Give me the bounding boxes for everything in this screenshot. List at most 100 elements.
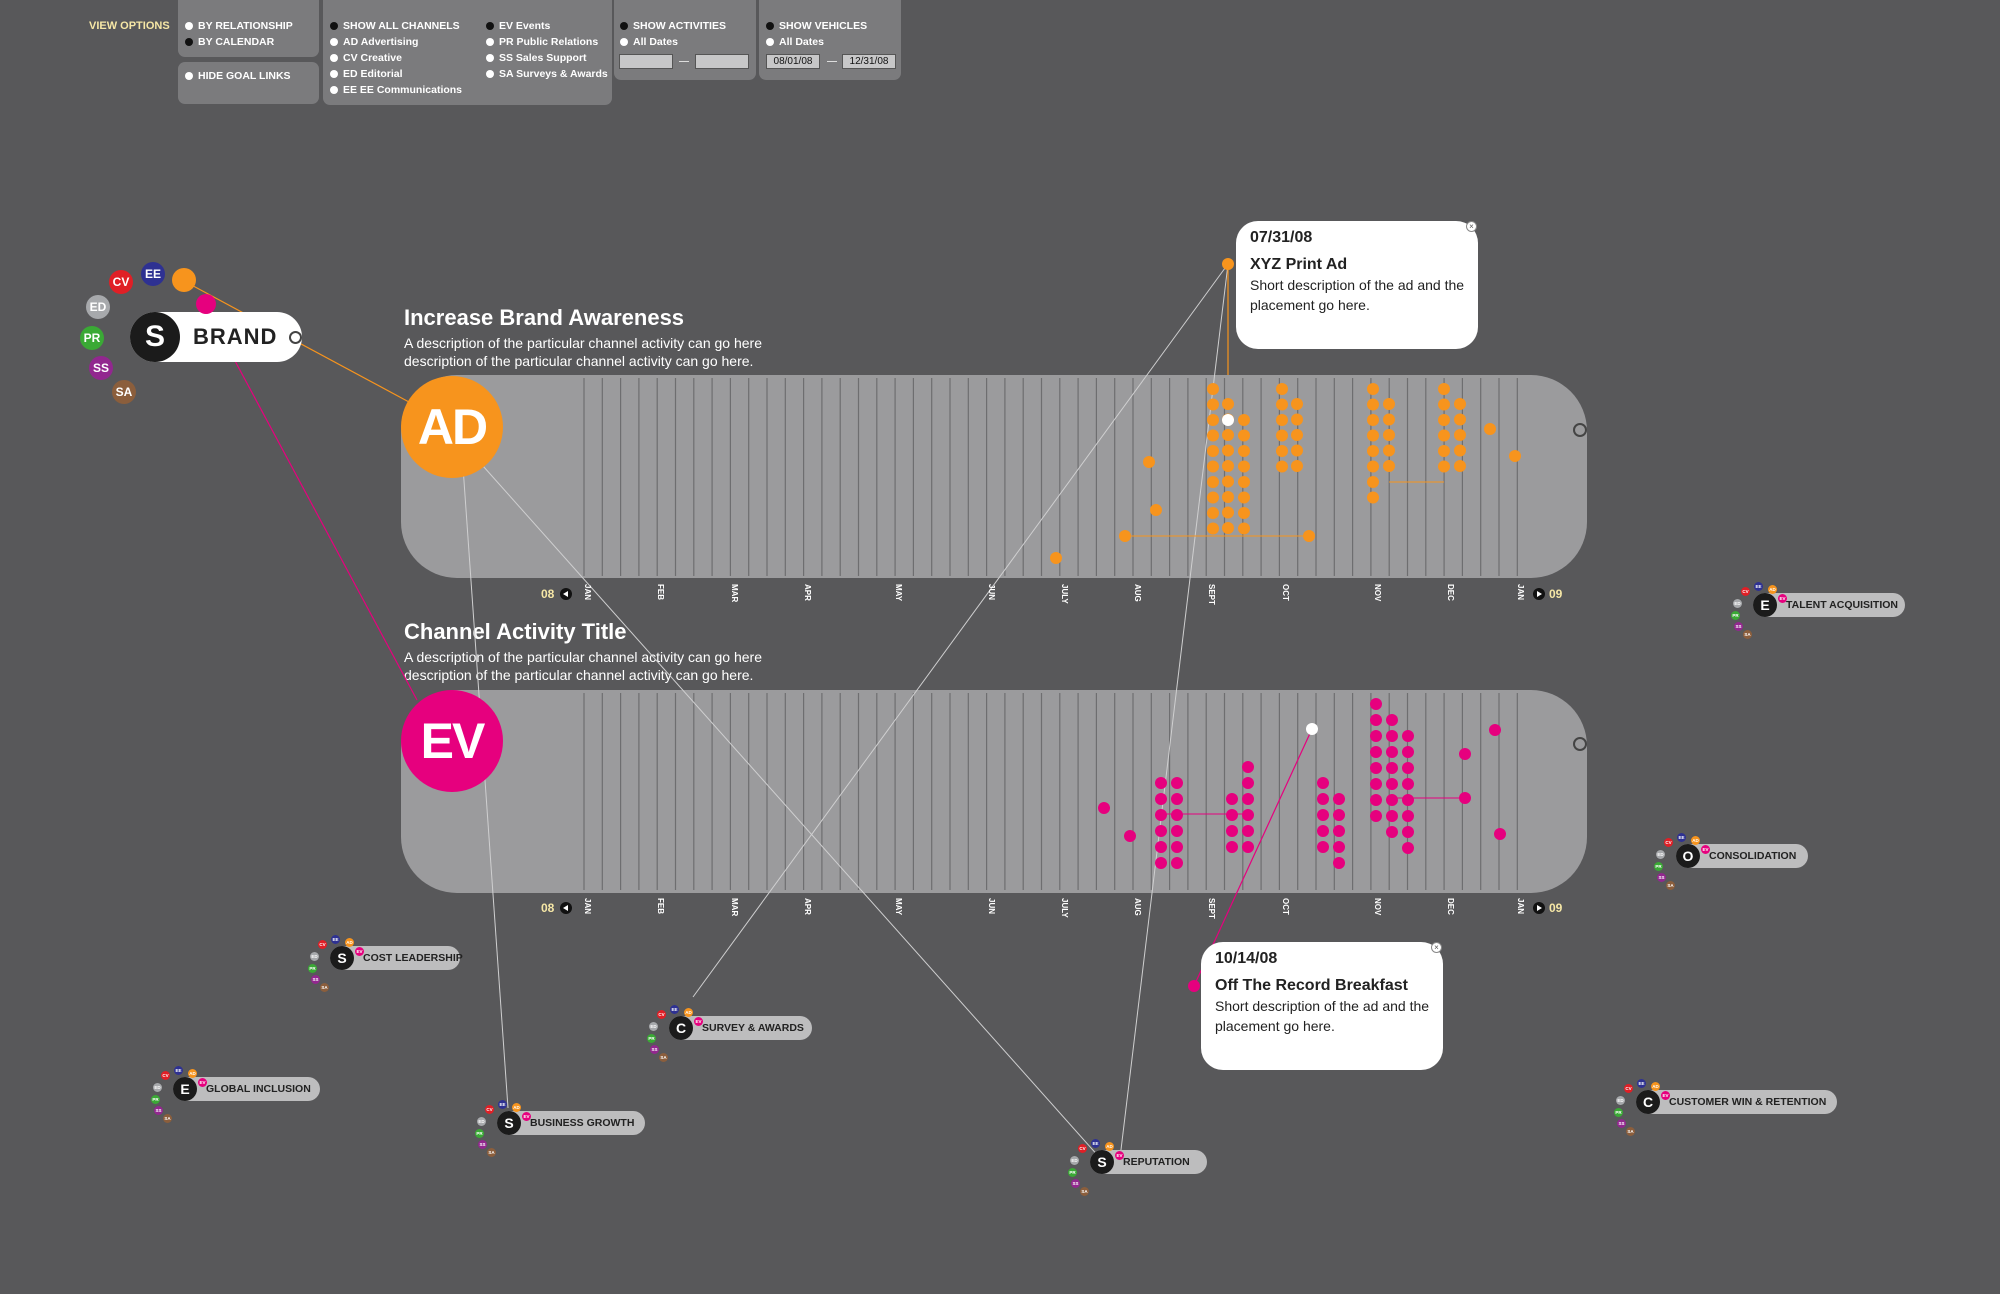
goal-channel-badge[interactable]: AD bbox=[684, 1008, 693, 1017]
track-end-handle[interactable] bbox=[1573, 737, 1587, 751]
goal-channel-badge[interactable]: PR bbox=[1614, 1108, 1623, 1117]
goal-channel-badge[interactable]: AD bbox=[1651, 1082, 1660, 1091]
goal-channel-badge[interactable]: PR bbox=[1731, 611, 1740, 620]
goal-channel-badge[interactable]: CV bbox=[485, 1105, 494, 1114]
brand-link-dot[interactable] bbox=[172, 268, 196, 292]
goal-channel-badge[interactable]: EE bbox=[1677, 833, 1686, 842]
goal-channel-badge[interactable]: CV bbox=[1741, 587, 1750, 596]
goal-channel-badge[interactable]: PR bbox=[308, 964, 317, 973]
show-activities-option[interactable]: SHOW ACTIVITIES bbox=[620, 20, 726, 32]
brand-channel-badge[interactable]: ED bbox=[86, 295, 110, 319]
brand-channel-badge[interactable]: PR bbox=[80, 326, 104, 350]
brand-link-handle[interactable] bbox=[289, 331, 302, 344]
goal-channel-badge[interactable]: EE bbox=[498, 1100, 507, 1109]
goal-channel-badge[interactable]: EV bbox=[1115, 1151, 1124, 1160]
channel-option[interactable]: SA Surveys & Awards bbox=[486, 68, 608, 80]
goal-channel-badge[interactable]: CV bbox=[161, 1071, 170, 1080]
close-icon[interactable]: × bbox=[1466, 221, 1477, 232]
goal-channel-badge[interactable]: ED bbox=[1070, 1156, 1079, 1165]
goal-channel-badge[interactable]: SS bbox=[1617, 1119, 1626, 1128]
close-icon[interactable]: × bbox=[1431, 942, 1442, 953]
goal-channel-badge[interactable]: EE bbox=[670, 1005, 679, 1014]
track-end-handle[interactable] bbox=[1573, 423, 1587, 437]
activities-start-date-input[interactable] bbox=[619, 54, 673, 69]
goal-channel-badge[interactable]: CV bbox=[1664, 838, 1673, 847]
goal-channel-badge[interactable]: ED bbox=[153, 1083, 162, 1092]
goal-channel-badge[interactable]: SS bbox=[154, 1106, 163, 1115]
goal-channel-badge[interactable]: EV bbox=[1778, 594, 1787, 603]
show-vehicles-option[interactable]: SHOW VEHICLES bbox=[766, 20, 867, 32]
goal-channel-badge[interactable]: AD bbox=[1691, 836, 1700, 845]
channel-option[interactable]: CV Creative bbox=[330, 52, 402, 64]
goal-channel-badge[interactable]: SS bbox=[311, 975, 320, 984]
goal-channel-badge[interactable]: EV bbox=[522, 1112, 531, 1121]
goal-channel-badge[interactable]: SS bbox=[1734, 622, 1743, 631]
by-relationship-option[interactable]: BY RELATIONSHIP bbox=[185, 20, 293, 32]
goal-channel-badge[interactable]: AD bbox=[1105, 1142, 1114, 1151]
goal-pill[interactable] bbox=[497, 1111, 645, 1135]
goal-channel-badge[interactable]: SA bbox=[1743, 630, 1752, 639]
goal-channel-badge[interactable]: SA bbox=[659, 1053, 668, 1062]
timeline-next-arrow-icon[interactable] bbox=[1533, 588, 1545, 600]
goal-channel-badge[interactable]: ED bbox=[649, 1022, 658, 1031]
goal-channel-badge[interactable]: EE bbox=[1091, 1139, 1100, 1148]
goal-channel-badge[interactable]: CV bbox=[318, 940, 327, 949]
channel-option[interactable]: ED Editorial bbox=[330, 68, 403, 80]
goal-channel-badge[interactable]: EV bbox=[355, 947, 364, 956]
channel-option[interactable]: SHOW ALL CHANNELS bbox=[330, 20, 460, 32]
goal-channel-badge[interactable]: SS bbox=[1071, 1179, 1080, 1188]
goal-channel-badge[interactable]: ED bbox=[1616, 1096, 1625, 1105]
goal-channel-badge[interactable]: PR bbox=[475, 1129, 484, 1138]
goal-channel-badge[interactable]: AD bbox=[345, 938, 354, 947]
goal-channel-badge[interactable]: AD bbox=[1768, 585, 1777, 594]
goal-channel-badge[interactable]: SA bbox=[163, 1114, 172, 1123]
goal-channel-badge[interactable]: EV bbox=[198, 1078, 207, 1087]
goal-channel-badge[interactable]: SS bbox=[478, 1140, 487, 1149]
channel-badge-ev[interactable]: EV bbox=[401, 690, 503, 792]
goal-channel-badge[interactable]: SA bbox=[320, 983, 329, 992]
goal-pill[interactable] bbox=[173, 1077, 320, 1101]
goal-channel-badge[interactable]: EE bbox=[1754, 582, 1763, 591]
goal-channel-badge[interactable]: EV bbox=[694, 1017, 703, 1026]
brand-channel-badge[interactable]: CV bbox=[109, 270, 133, 294]
by-calendar-option[interactable]: BY CALENDAR bbox=[185, 36, 274, 48]
vehicles-start-date-input[interactable]: 08/01/08 bbox=[766, 54, 820, 69]
goal-channel-badge[interactable]: CV bbox=[657, 1010, 666, 1019]
activities-all-dates-option[interactable]: All Dates bbox=[620, 36, 678, 48]
goal-channel-badge[interactable]: EE bbox=[1637, 1079, 1646, 1088]
vehicles-end-date-input[interactable]: 12/31/08 bbox=[842, 54, 896, 69]
goal-channel-badge[interactable]: ED bbox=[310, 952, 319, 961]
goal-channel-badge[interactable]: EE bbox=[174, 1066, 183, 1075]
goal-channel-badge[interactable]: EV bbox=[1701, 845, 1710, 854]
hide-goal-links-option[interactable]: HIDE GOAL LINKS bbox=[185, 70, 291, 82]
brand-channel-badge[interactable]: SA bbox=[112, 380, 136, 404]
goal-channel-badge[interactable]: CV bbox=[1624, 1084, 1633, 1093]
goal-channel-badge[interactable]: AD bbox=[512, 1103, 521, 1112]
timeline-prev-arrow-icon[interactable] bbox=[560, 902, 572, 914]
goal-channel-badge[interactable]: PR bbox=[151, 1095, 160, 1104]
goal-channel-badge[interactable]: EV bbox=[1661, 1091, 1670, 1100]
channel-option[interactable]: AD Advertising bbox=[330, 36, 418, 48]
channel-option[interactable]: EV Events bbox=[486, 20, 550, 32]
brand-link-dot[interactable] bbox=[196, 294, 216, 314]
goal-channel-badge[interactable]: ED bbox=[1656, 850, 1665, 859]
channel-option[interactable]: PR Public Relations bbox=[486, 36, 598, 48]
goal-channel-badge[interactable]: SA bbox=[1080, 1187, 1089, 1196]
goal-channel-badge[interactable]: SS bbox=[1657, 873, 1666, 882]
timeline-next-arrow-icon[interactable] bbox=[1533, 902, 1545, 914]
brand-channel-badge[interactable]: SS bbox=[89, 356, 113, 380]
goal-channel-badge[interactable]: PR bbox=[647, 1034, 656, 1043]
goal-channel-badge[interactable]: SA bbox=[1666, 881, 1675, 890]
channel-option[interactable]: EE EE Communications bbox=[330, 84, 462, 96]
vehicles-all-dates-option[interactable]: All Dates bbox=[766, 36, 824, 48]
goal-channel-badge[interactable]: SA bbox=[1626, 1127, 1635, 1136]
goal-channel-badge[interactable]: EE bbox=[331, 935, 340, 944]
goal-channel-badge[interactable]: SA bbox=[487, 1148, 496, 1157]
timeline-prev-arrow-icon[interactable] bbox=[560, 588, 572, 600]
goal-channel-badge[interactable]: PR bbox=[1068, 1168, 1077, 1177]
goal-channel-badge[interactable]: SS bbox=[650, 1045, 659, 1054]
goal-channel-badge[interactable]: ED bbox=[477, 1117, 486, 1126]
brand-channel-badge[interactable]: EE bbox=[141, 262, 165, 286]
goal-channel-badge[interactable]: CV bbox=[1078, 1144, 1087, 1153]
goal-channel-badge[interactable]: AD bbox=[188, 1069, 197, 1078]
